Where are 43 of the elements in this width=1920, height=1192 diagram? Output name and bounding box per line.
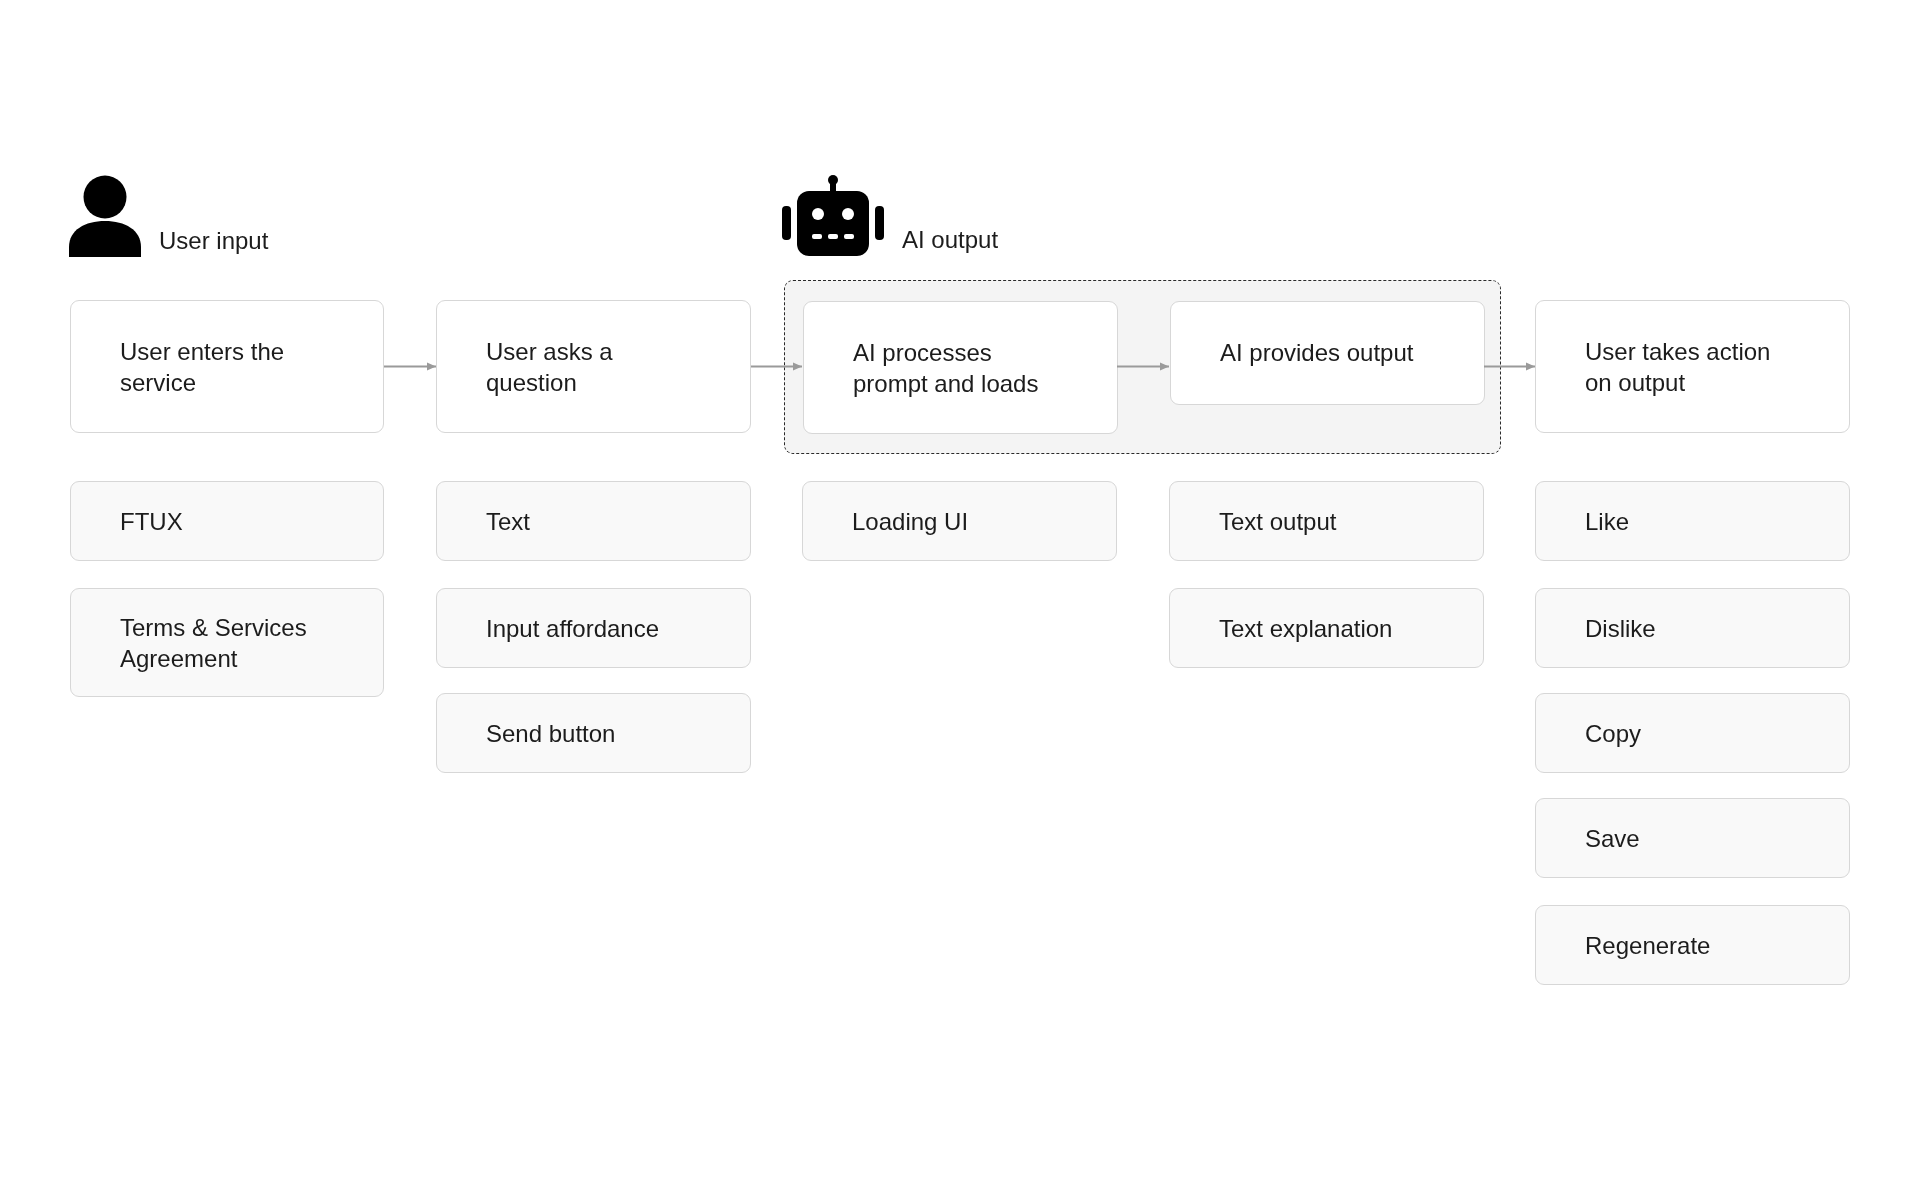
box-label: Terms & Services Agreement xyxy=(120,612,308,674)
box-label: Input affordance xyxy=(486,613,661,644)
feature-box xyxy=(436,588,751,668)
feature-box xyxy=(70,481,384,561)
feature-box xyxy=(1169,481,1484,561)
arrow xyxy=(750,362,803,371)
box-label: User asks a question xyxy=(486,337,614,398)
box-label: Save xyxy=(1585,823,1641,854)
process-box xyxy=(1535,300,1850,433)
box-label: Text output xyxy=(1219,506,1338,537)
box-label: Loading UI xyxy=(852,506,970,537)
box-label: Send button xyxy=(486,718,617,749)
feature-box xyxy=(436,693,751,773)
box-label: User enters the service xyxy=(120,337,286,398)
feature-box xyxy=(70,588,384,697)
feature-box xyxy=(1535,905,1850,985)
feature-box xyxy=(1535,588,1850,668)
box-label: Regenerate xyxy=(1585,930,1712,961)
arrow xyxy=(1483,362,1536,371)
box-label: FTUX xyxy=(120,506,184,537)
box-label: AI provides output xyxy=(1220,338,1415,368)
feature-box xyxy=(1169,588,1484,668)
feature-box xyxy=(1535,798,1850,878)
arrow xyxy=(383,362,437,371)
box-label: Copy xyxy=(1585,718,1643,749)
dashed-group-frame xyxy=(784,280,1501,454)
box-label: User takes action on output xyxy=(1585,337,1772,398)
arrow xyxy=(1116,362,1170,371)
process-box xyxy=(436,300,751,433)
feature-box xyxy=(1535,693,1850,773)
process-box xyxy=(803,301,1118,434)
feature-box xyxy=(802,481,1117,561)
feature-box xyxy=(1535,481,1850,561)
box-label: Text xyxy=(486,506,531,537)
process-box xyxy=(1170,301,1485,405)
process-box xyxy=(70,300,384,433)
section-heading: AI output xyxy=(902,225,999,255)
box-label: Text explanation xyxy=(1219,613,1394,644)
box-label: AI processes prompt and loads xyxy=(853,338,1040,399)
box-label: Dislike xyxy=(1585,613,1657,644)
box-label: Like xyxy=(1585,506,1631,537)
feature-box xyxy=(436,481,751,561)
section-heading: User input xyxy=(159,226,269,256)
